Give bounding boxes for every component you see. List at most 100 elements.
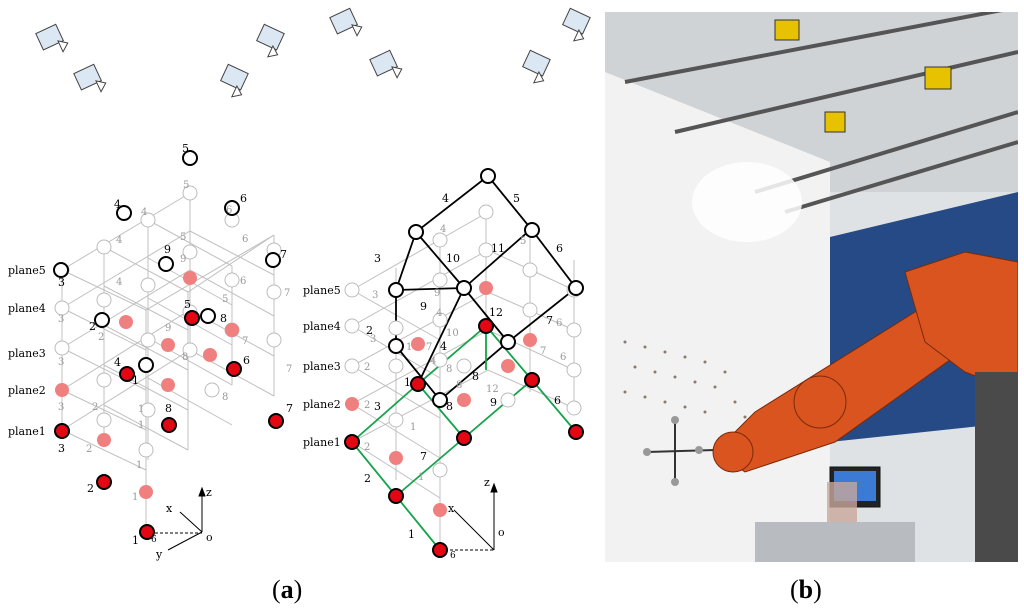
svg-text:7: 7: [546, 314, 553, 327]
svg-text:3: 3: [58, 314, 64, 325]
plane-label: plane3: [8, 347, 46, 360]
svg-text:z: z: [484, 476, 490, 489]
svg-text:4: 4: [116, 235, 122, 246]
svg-text:7: 7: [286, 402, 293, 415]
panel-label-b: (b): [790, 575, 822, 604]
plane-label: plane4: [303, 320, 341, 333]
axis-labels-left: z x y o 6: [151, 486, 213, 561]
svg-text:4: 4: [114, 198, 121, 211]
svg-text:2: 2: [366, 324, 373, 337]
svg-text:z: z: [206, 486, 212, 499]
svg-text:3: 3: [374, 400, 381, 413]
svg-text:9: 9: [434, 288, 440, 299]
svg-text:1: 1: [138, 420, 144, 431]
svg-text:2: 2: [87, 482, 94, 495]
svg-text:6: 6: [240, 276, 246, 287]
svg-text:7: 7: [280, 248, 287, 261]
svg-text:5: 5: [222, 294, 228, 305]
svg-text:5: 5: [513, 192, 520, 205]
svg-text:8: 8: [446, 400, 453, 413]
svg-text:1: 1: [410, 422, 416, 433]
camera-icon: [557, 7, 594, 45]
svg-text:10: 10: [446, 252, 460, 265]
svg-text:2: 2: [98, 332, 104, 343]
svg-text:9: 9: [165, 323, 171, 334]
svg-text:5: 5: [183, 180, 189, 191]
axis-labels-right: z x o 6: [448, 476, 505, 561]
plane-label: plane2: [303, 398, 341, 411]
marker-numbers-left: 5 4 6 9 7 3 2 5 8 4 1 6 8 7 3 2 1: [58, 142, 293, 547]
svg-text:6: 6: [151, 535, 157, 545]
svg-text:7: 7: [420, 450, 427, 463]
svg-text:9: 9: [164, 243, 171, 256]
camera-icon: [215, 63, 252, 101]
svg-text:1: 1: [408, 528, 415, 541]
svg-text:2: 2: [86, 444, 92, 455]
camera-icon: [329, 6, 365, 44]
svg-text:12: 12: [486, 384, 499, 395]
svg-text:6: 6: [242, 234, 248, 245]
svg-text:6: 6: [560, 352, 566, 363]
svg-text:1: 1: [138, 404, 144, 415]
svg-text:8: 8: [165, 402, 172, 415]
camera-icon: [35, 22, 71, 60]
plane-label: plane5: [303, 284, 341, 297]
pink-nodes: [55, 271, 239, 499]
svg-text:9: 9: [420, 300, 427, 313]
svg-text:x: x: [448, 502, 455, 515]
diagram-left: plane5 plane4 plane3 plane2 plane1 5 4 6…: [8, 142, 293, 561]
svg-text:5: 5: [184, 298, 191, 311]
svg-text:2: 2: [92, 402, 98, 413]
edge-numbers-right: 4 5 3 10 11 6 9 2 4 12 7 1 8 3 9 8 6 7 2…: [364, 192, 563, 541]
svg-text:9: 9: [180, 254, 186, 265]
plane-label: plane1: [303, 436, 341, 449]
svg-text:6: 6: [554, 394, 561, 407]
svg-text:6: 6: [450, 551, 456, 561]
svg-text:o: o: [498, 526, 505, 539]
plane-label: plane4: [8, 302, 46, 315]
svg-text:4: 4: [116, 277, 122, 288]
svg-text:3: 3: [58, 276, 65, 289]
svg-text:1: 1: [136, 460, 142, 471]
camera-icons-right: [329, 6, 594, 87]
svg-text:2: 2: [364, 400, 370, 411]
svg-text:4: 4: [436, 308, 442, 319]
svg-text:1: 1: [132, 374, 139, 387]
svg-text:11: 11: [491, 242, 505, 255]
diagram-right: plane5 plane4 plane3 plane2 plane1 4 5 3…: [303, 168, 584, 561]
svg-text:10: 10: [446, 328, 459, 339]
black-markers: [53, 150, 281, 373]
svg-text:3: 3: [374, 252, 381, 265]
svg-text:5: 5: [180, 232, 186, 243]
plane-label: plane1: [8, 425, 46, 438]
svg-text:8: 8: [456, 380, 462, 391]
svg-text:7: 7: [284, 288, 290, 299]
svg-text:3: 3: [372, 290, 378, 301]
grid-numbers-right: 4 5 3 9 4 10 6 3 2 4 8 7 2 1 8 6 2 1 12 …: [364, 224, 566, 483]
svg-text:12: 12: [489, 306, 503, 319]
svg-text:4: 4: [114, 356, 121, 369]
svg-text:6: 6: [556, 242, 563, 255]
svg-text:6: 6: [226, 205, 232, 216]
red-markers: [344, 318, 584, 558]
svg-text:6: 6: [243, 354, 250, 367]
svg-text:1: 1: [406, 342, 412, 353]
svg-text:3: 3: [58, 442, 65, 455]
svg-text:1: 1: [404, 376, 411, 389]
svg-text:2: 2: [364, 362, 370, 373]
svg-text:4: 4: [430, 356, 436, 367]
svg-text:1: 1: [418, 472, 424, 483]
axes-left: [155, 486, 206, 551]
svg-text:9: 9: [490, 396, 497, 409]
grid-numbers-left: 5 5 4 6 4 9 6 3 4 5 7 3 2 9 6 7 2 1 8 7 …: [58, 180, 292, 503]
svg-text:5: 5: [520, 236, 526, 247]
camera-icon: [73, 62, 109, 100]
svg-text:7: 7: [242, 336, 248, 347]
svg-text:4: 4: [440, 340, 447, 353]
plane-label: plane2: [8, 384, 46, 397]
grid-nodes: [344, 204, 582, 478]
svg-text:7: 7: [540, 346, 546, 357]
plane-labels-left: plane5 plane4 plane3 plane2 plane1: [8, 264, 46, 438]
svg-text:7: 7: [286, 364, 292, 375]
